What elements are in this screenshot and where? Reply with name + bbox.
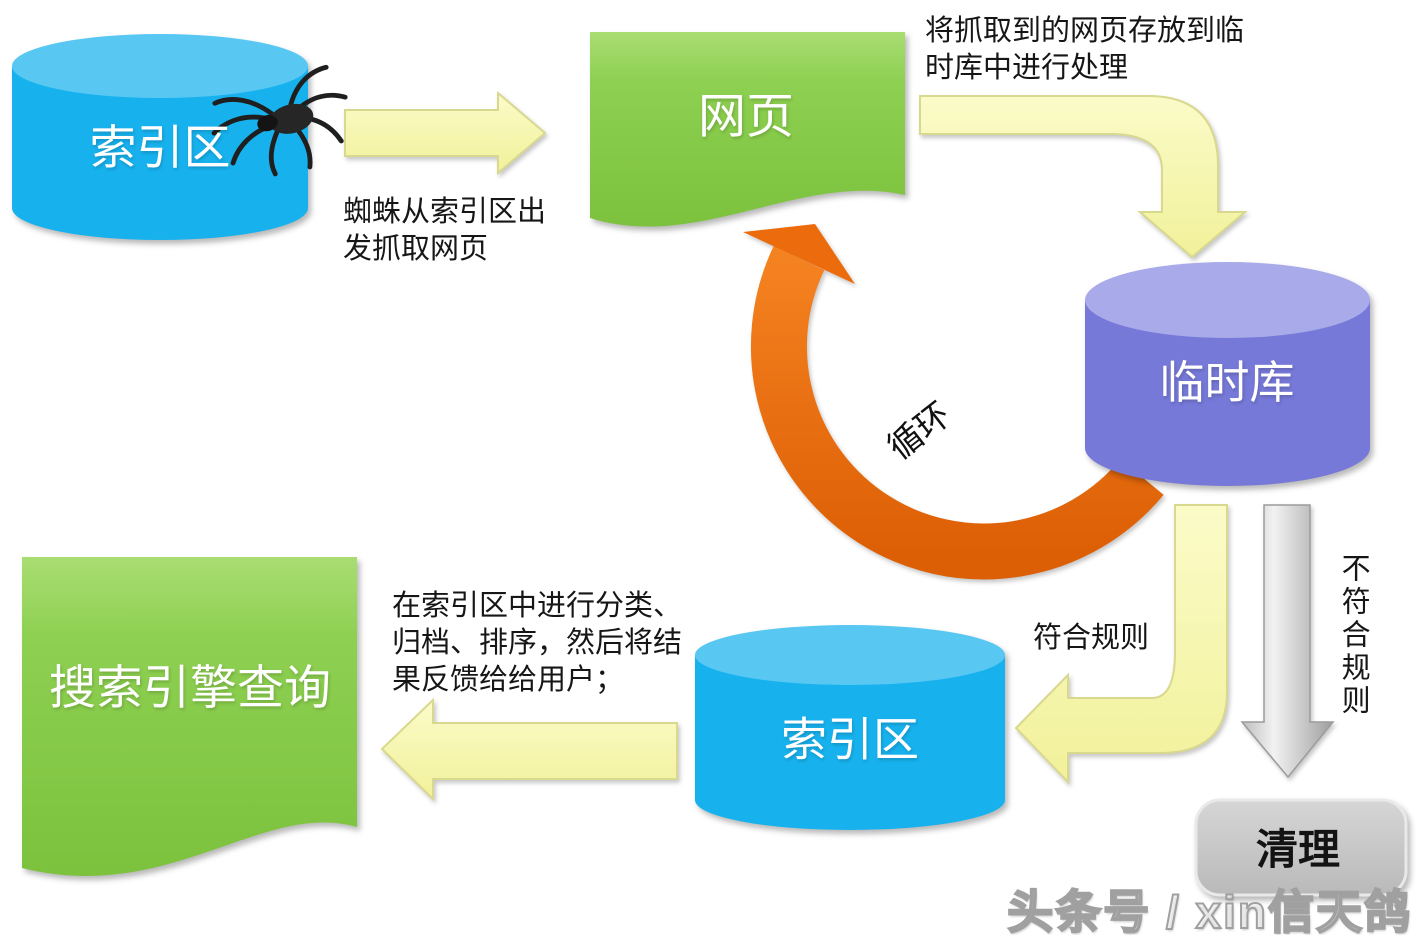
spider-note: 蜘蛛从索引区出 发抓取网页: [343, 194, 546, 268]
index-note: 在索引区中进行分类、 归档、排序，然后将结 果反馈给给用户；: [392, 588, 682, 699]
index-note-line1: 在索引区中进行分类、: [392, 590, 683, 622]
index-area-top-label: 索引区: [89, 120, 231, 174]
webpage-shape: [590, 32, 905, 227]
store-note: 将抓取到的网页存放到临 时库中进行处理: [925, 13, 1244, 87]
cleanup-box: [1194, 798, 1408, 897]
arrow-store-bent: [919, 95, 1248, 259]
cleanup-label: 清理: [1255, 826, 1341, 874]
search-query-shape: [22, 557, 357, 876]
store-note-line1: 将抓取到的网页存放到临: [925, 15, 1245, 47]
arrow-notmatch-down: [1240, 504, 1335, 779]
store-note-line2: 时库中进行处理: [925, 52, 1129, 85]
watermark: 头条号 / xin信天鸽: [1006, 885, 1412, 935]
temp-library-label: 临时库: [1159, 357, 1295, 409]
index-area-top-cylinder: [12, 34, 308, 240]
match-rules-label: 符合规则: [1033, 622, 1150, 654]
index-area-bottom-cylinder: [695, 625, 1005, 830]
spider-icon: [211, 64, 348, 177]
spider-note-line1: 蜘蛛从索引区出: [343, 196, 547, 228]
loop-arrow: [743, 224, 1164, 580]
index-note-line2: 归档、排序，然后将结: [392, 627, 683, 660]
index-area-bottom-label: 索引区: [781, 713, 919, 766]
spider-note-line2: 发抓取网页: [343, 233, 489, 266]
arrow-crawl-right: [344, 90, 547, 176]
index-note-line3: 果反馈给给用户；: [392, 664, 625, 697]
temp-library-cylinder: [1085, 262, 1370, 486]
search-query-label: 搜索引擎查询: [49, 660, 331, 714]
webpage-label: 网页: [697, 90, 795, 144]
arrow-feedback-left: [380, 697, 678, 802]
arrow-match-bent: [1014, 504, 1228, 785]
not-match-rules-label: 不符合规则: [1337, 553, 1370, 718]
